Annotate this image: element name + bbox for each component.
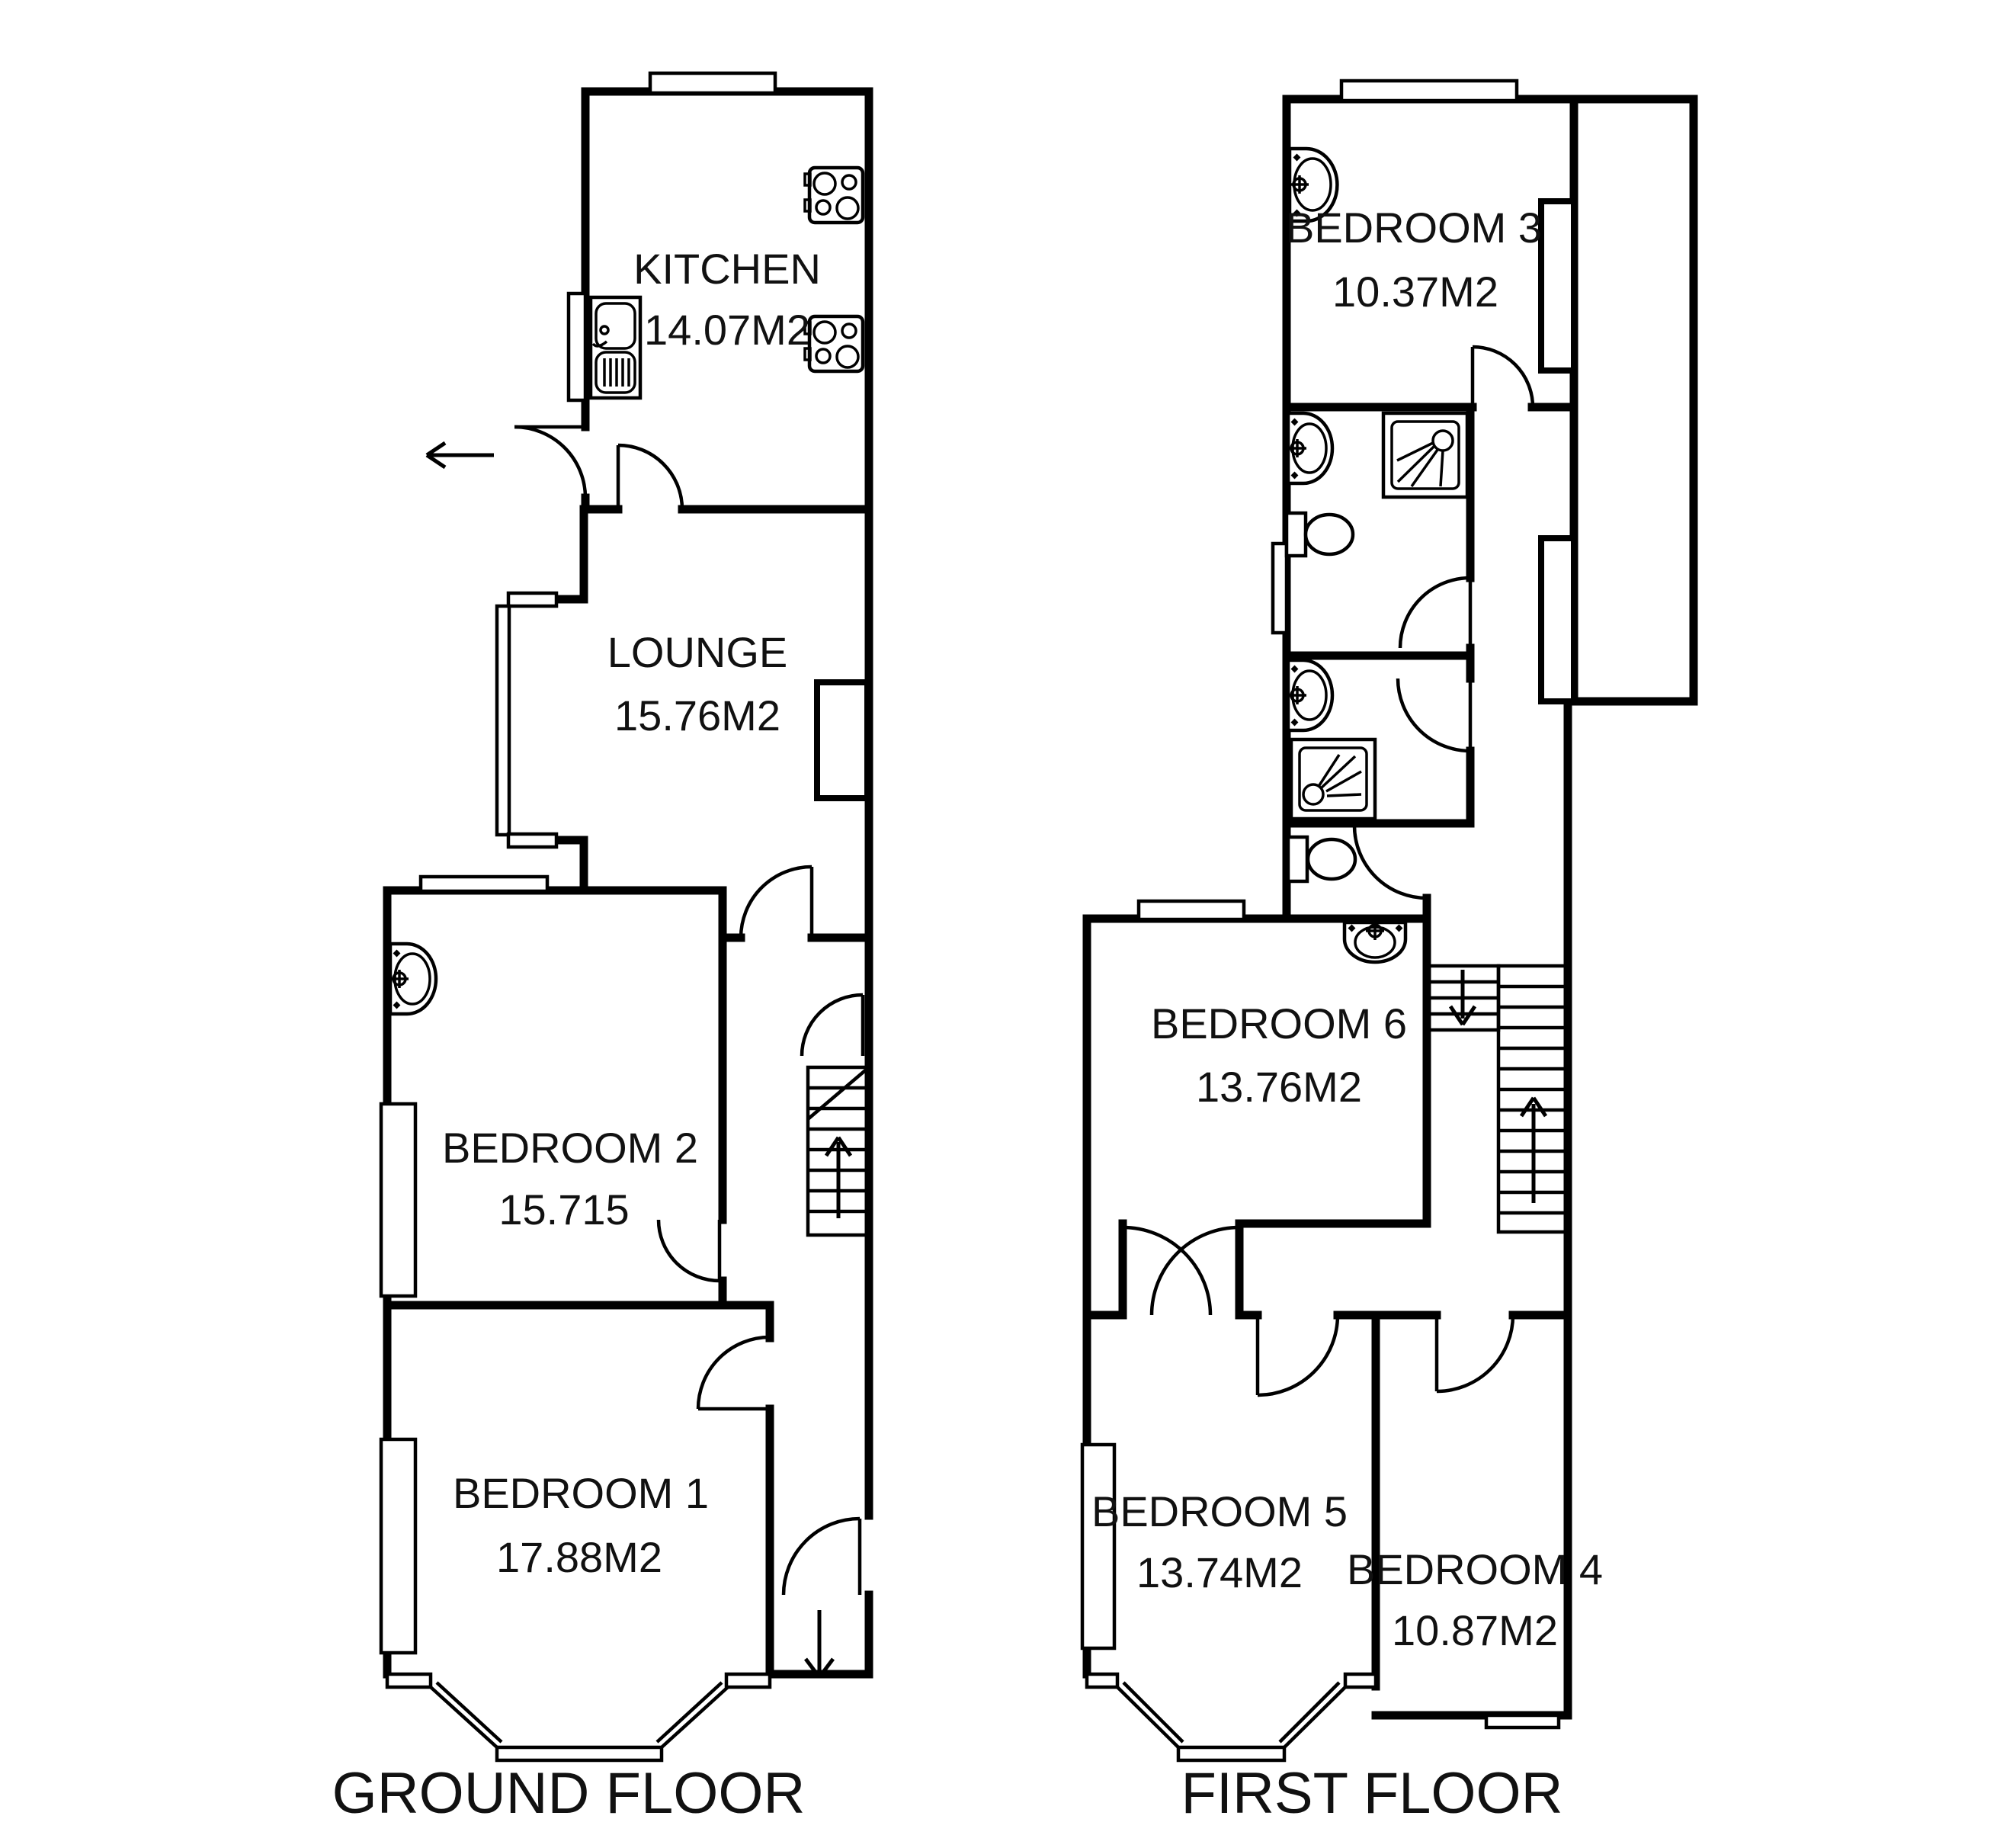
lounge-label: LOUNGE (607, 628, 788, 676)
kitchen-exterior-door (514, 425, 588, 499)
kitchen-top-window (648, 71, 777, 95)
toilet-icon (1284, 511, 1355, 558)
bedroom6-top-window (1136, 899, 1246, 922)
bedroom4-area: 10.87M2 (1392, 1606, 1558, 1654)
bedroom3-label: BEDROOM 3 (1286, 204, 1542, 252)
bedroom2-top-window (418, 874, 550, 893)
bedroom3-right-window-recess (1538, 198, 1577, 374)
toilet-icon (1286, 835, 1357, 884)
bedroom6-label: BEDROOM 6 (1151, 999, 1407, 1047)
bedroom3-door (1470, 345, 1535, 408)
bedroom3-top-window (1339, 79, 1519, 103)
bedroom1-door (696, 1335, 771, 1411)
bedroom4-bottom-window (1484, 1713, 1561, 1730)
bedroom1-label: BEDROOM 1 (453, 1469, 709, 1517)
staircase-first (1425, 964, 1570, 1234)
bedroom2-door (656, 1219, 722, 1283)
kitchen-label: KITCHEN (633, 245, 821, 293)
first-floor-title: FIRST FLOOR (1181, 1761, 1562, 1826)
corridor-right-window-recess (1538, 535, 1577, 704)
hob-icon (803, 165, 865, 225)
bedroom4-label: BEDROOM 4 (1347, 1545, 1603, 1593)
bedroom2-left-window (379, 1102, 418, 1298)
bedroom2-area: 15.715 (498, 1185, 629, 1233)
hob-icon (803, 314, 865, 374)
first-floor-plan: BEDROOM 3 10.37M2 BEDROOM 6 13.76M2 BEDR… (1080, 79, 1698, 1826)
bedroom6-lobby-doors (1120, 1225, 1242, 1316)
bedroom1-area: 17.88M2 (496, 1533, 662, 1581)
wc-door (1352, 823, 1428, 900)
kitchen-sink (588, 295, 643, 400)
hallway-door (800, 993, 865, 1057)
bedroom1-bay-window (385, 1672, 772, 1763)
wash-basin-icon (1342, 920, 1408, 964)
shower-room-left-window (1271, 541, 1289, 635)
lounge-alcove (814, 679, 870, 801)
wash-basin-icon (1286, 658, 1335, 733)
shower-room2-door (1396, 678, 1473, 753)
wash-basin-icon (1287, 146, 1339, 223)
staircase-ground (806, 1065, 871, 1237)
bedroom1-left-window (379, 1437, 418, 1655)
ground-floor-title: GROUND FLOOR (332, 1761, 806, 1826)
stairs-down-arrow-icon (1448, 970, 1477, 1026)
exit-arrow-left-icon (425, 441, 494, 470)
lounge-door (739, 865, 814, 938)
lounge-bay-window (495, 591, 559, 849)
stairs-up-arrow-icon (824, 1136, 853, 1218)
shower-room-door (1398, 576, 1473, 649)
bedroom5-door (1255, 1314, 1340, 1397)
bedroom5-bay-window (1085, 1672, 1378, 1763)
bedroom6-area: 13.76M2 (1196, 1063, 1362, 1111)
lounge-area: 15.76M2 (614, 691, 780, 739)
kitchen-interior-door (616, 443, 684, 510)
shower-icon (1381, 411, 1470, 499)
ground-floor-plan: KITCHEN 14.07M2 LOUNGE 15.76M2 BEDROOM 2… (332, 71, 873, 1826)
bedroom5-label: BEDROOM 5 (1091, 1487, 1348, 1535)
bedroom5-area: 13.74M2 (1136, 1548, 1303, 1596)
kitchen-left-window (566, 291, 588, 403)
stairs-up-arrow-icon (1519, 1096, 1548, 1203)
entry-arrow-down-icon (804, 1610, 835, 1679)
kitchen-area: 14.07M2 (644, 306, 810, 354)
wash-basin-icon (1286, 411, 1335, 486)
wash-basin-icon (388, 942, 438, 1016)
bedroom4-door (1434, 1314, 1515, 1394)
bedroom2-label: BEDROOM 2 (442, 1124, 698, 1172)
front-door (781, 1516, 862, 1596)
bedroom5-left-window (1080, 1442, 1117, 1651)
shower-icon (1289, 737, 1377, 821)
bedroom3-area: 10.37M2 (1332, 268, 1498, 316)
